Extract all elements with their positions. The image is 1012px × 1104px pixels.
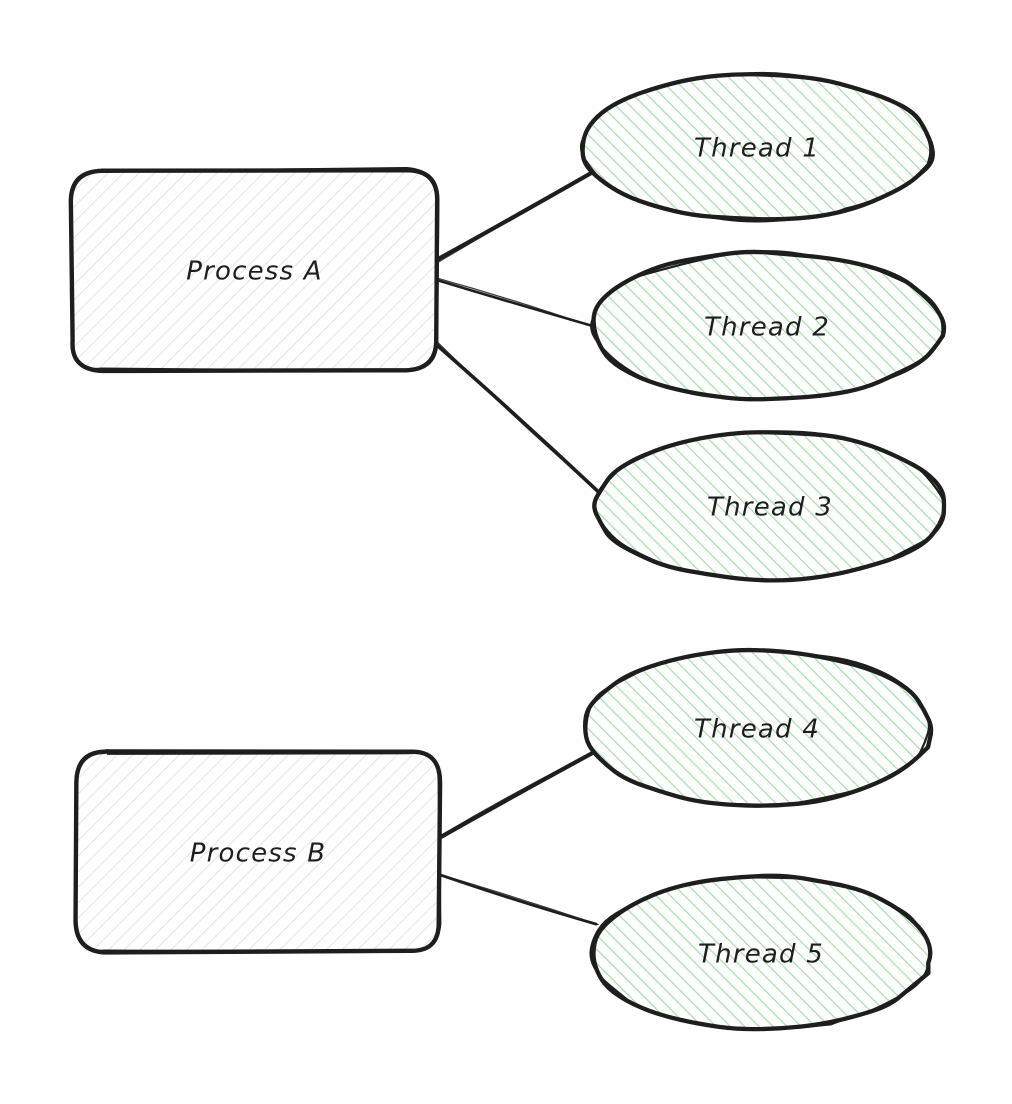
node-thread-3[interactable]: Thread 3	[592, 430, 947, 583]
connector-line-sketch-pass	[437, 171, 593, 263]
node-outline-pass-2	[74, 749, 442, 953]
connector-line	[436, 872, 598, 926]
node-process-b[interactable]: Process B	[73, 749, 443, 955]
node-label-thread-3: Thread 3	[707, 493, 833, 523]
node-outline-pass-2	[590, 250, 944, 400]
connector-line-sketch-pass	[435, 752, 594, 840]
node-outline-pass-2	[585, 649, 931, 806]
node-label-process-a: Process A	[186, 257, 323, 287]
connector-layer	[434, 171, 602, 926]
connector-line-sketch-pass	[437, 341, 602, 495]
node-outline-pass-1	[582, 647, 934, 808]
connector-process-a-to-thread-1[interactable]	[434, 171, 594, 263]
connector-process-a-to-thread-3[interactable]	[434, 341, 602, 496]
connector-process-a-to-thread-2[interactable]	[434, 277, 598, 329]
node-outline-pass-2	[594, 430, 947, 582]
node-hatch-fill	[585, 650, 931, 806]
node-process-a[interactable]: Process A	[68, 167, 440, 374]
node-thread-1[interactable]: Thread 1	[579, 71, 935, 223]
node-label-thread-5: Thread 5	[698, 940, 824, 970]
connector-line-sketch-pass	[435, 277, 598, 329]
connector-process-b-to-thread-5[interactable]	[436, 872, 599, 926]
node-label-thread-1: Thread 1	[694, 134, 820, 164]
node-hatch-fill	[591, 876, 931, 1030]
node-hatch-fill	[71, 169, 438, 370]
node-label-process-b: Process B	[190, 839, 327, 869]
node-thread-4[interactable]: Thread 4	[582, 647, 934, 808]
node-layer: Process A Thread 1 Thread 2 Thread 3 Process…	[68, 71, 947, 1032]
node-outline-pass-2	[69, 167, 440, 373]
node-hatch-fill	[594, 432, 946, 581]
node-hatch-fill	[592, 252, 944, 400]
node-hatch-fill	[582, 74, 934, 220]
node-label-thread-2: Thread 2	[704, 313, 830, 343]
node-thread-5[interactable]: Thread 5	[589, 873, 933, 1032]
node-hatch-fill	[75, 751, 441, 953]
node-outline-pass-2	[589, 876, 933, 1030]
node-thread-2[interactable]: Thread 2	[590, 249, 947, 402]
connector-process-b-to-thread-4[interactable]	[435, 750, 595, 841]
node-outline-pass-2	[579, 71, 935, 223]
connector-line-sketch-pass	[436, 872, 599, 926]
node-label-thread-4: Thread 4	[694, 715, 820, 745]
